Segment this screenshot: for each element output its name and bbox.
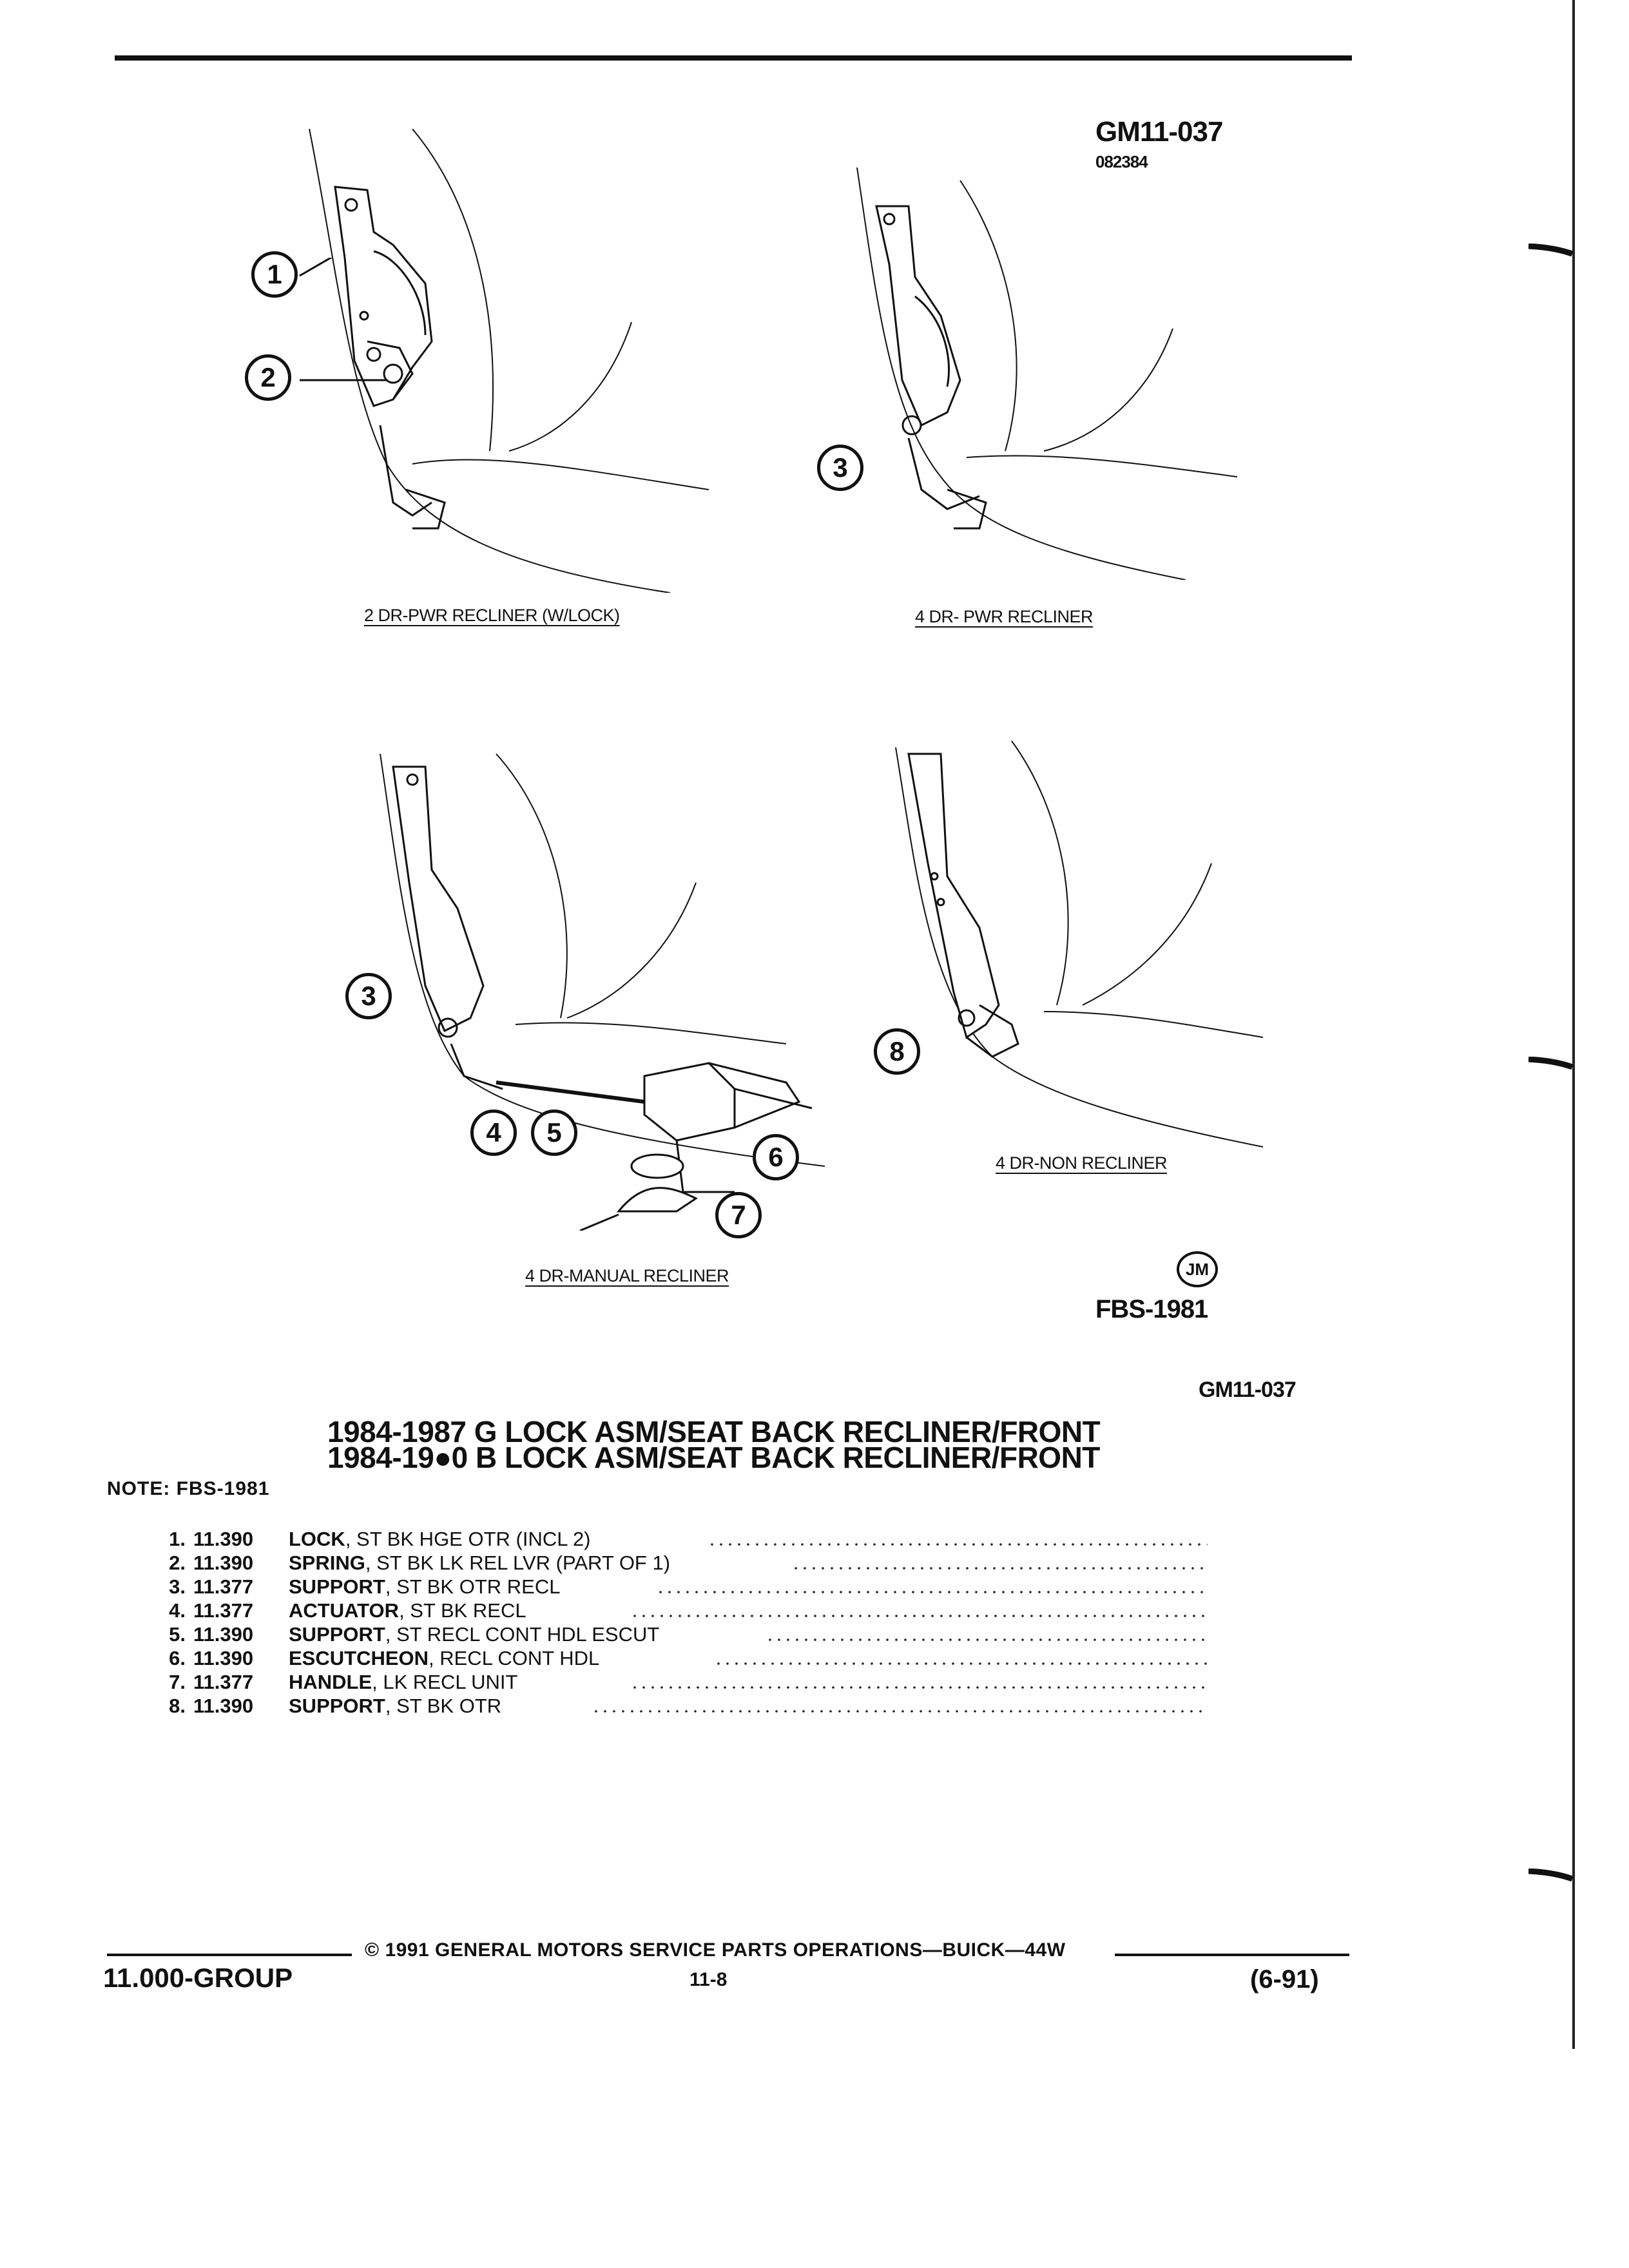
callout-2: 2 [245,354,291,401]
callout-6: 6 [753,1134,799,1180]
jm-logo-stamp: JM [1177,1251,1218,1287]
parts-list: 1. 11.390 LOCK, ST BK HGE OTR (INCL 2) 2… [153,1527,1208,1733]
caption-4dr-pwr-recliner: 4 DR- PWR RECLINER [915,607,1094,626]
footer-copyright: © 1991 GENERAL MOTORS SERVICE PARTS OPER… [365,1939,1066,1961]
fbs-code: FBS-1981 [1095,1295,1208,1323]
list-item: 6. 11.390 ESCUTCHEON, RECL CONT HDL [153,1646,1208,1670]
callout-3: 3 [345,973,392,1019]
leader-dots [766,1639,1208,1641]
header-subcode: 082384 [1095,152,1148,171]
leader-dots [630,1615,1208,1617]
caption-4dr-non-recliner: 4 DR-NON RECLINER [996,1153,1168,1173]
list-item: 2. 11.390 SPRING, ST BK LK REL LVR (PART… [153,1551,1208,1575]
callout-8: 8 [874,1028,920,1075]
footer-rule [1115,1954,1349,1956]
section-code: GM11-037 [1199,1378,1296,1402]
page-number: 11-8 [689,1969,728,1990]
list-item: 7. 11.377 HANDLE, LK RECL UNIT [153,1670,1208,1694]
top-rule [115,55,1352,61]
binder-mark [1528,244,1574,256]
footer-revision-date: (6-91) [1250,1965,1319,1994]
footer-group: 11.000-GROUP [103,1963,293,1993]
list-item: 4. 11.377 ACTUATOR, ST BK RECL [153,1599,1208,1622]
section-title: 1984-19●0 B LOCK ASM/SEAT BACK RECLINER/… [327,1441,1100,1474]
leader-dots [656,1591,1208,1593]
list-item: 1. 11.390 LOCK, ST BK HGE OTR (INCL 2) [153,1527,1208,1551]
header-code: GM11-037 [1095,116,1223,148]
leader-dots [592,1710,1208,1713]
list-item: 3. 11.377 SUPPORT, ST BK OTR RECL [153,1575,1208,1599]
binder-mark [1528,1869,1574,1881]
figure-4dr-pwr-recliner: 3 [817,168,1250,580]
section-title: 1984-1987 G LOCK ASM/SEAT BACK RECLINER/… [327,1415,1101,1448]
callout-4: 4 [470,1110,517,1156]
caption-2dr-pwr-recliner: 2 DR-PWR RECLINER (W/LOCK) [364,606,620,625]
callout-1: 1 [251,251,298,298]
callout-7: 7 [715,1192,762,1238]
caption-4dr-manual-recliner: 4 DR-MANUAL RECLINER [525,1266,729,1285]
leader-dots [630,1686,1208,1689]
figure-2dr-pwr-recliner: 1 2 [245,129,747,593]
leader-dots [791,1567,1208,1570]
list-item: 5. 11.390 SUPPORT, ST RECL CONT HDL ESCU… [153,1622,1208,1646]
footer-rule [107,1954,352,1956]
figure-4dr-non-recliner: 8 [874,735,1276,1186]
figure-4dr-manual-recliner: 3 4 5 6 7 [345,741,863,1238]
leader-dots [714,1662,1208,1665]
page-edge [1572,0,1575,2049]
callout-3: 3 [817,445,863,491]
note-text: NOTE: FBS-1981 [107,1478,270,1499]
callout-5: 5 [531,1110,577,1156]
list-item: 8. 11.390 SUPPORT, ST BK OTR [153,1694,1208,1718]
leader-dots [708,1543,1208,1546]
binder-mark [1528,1057,1574,1070]
